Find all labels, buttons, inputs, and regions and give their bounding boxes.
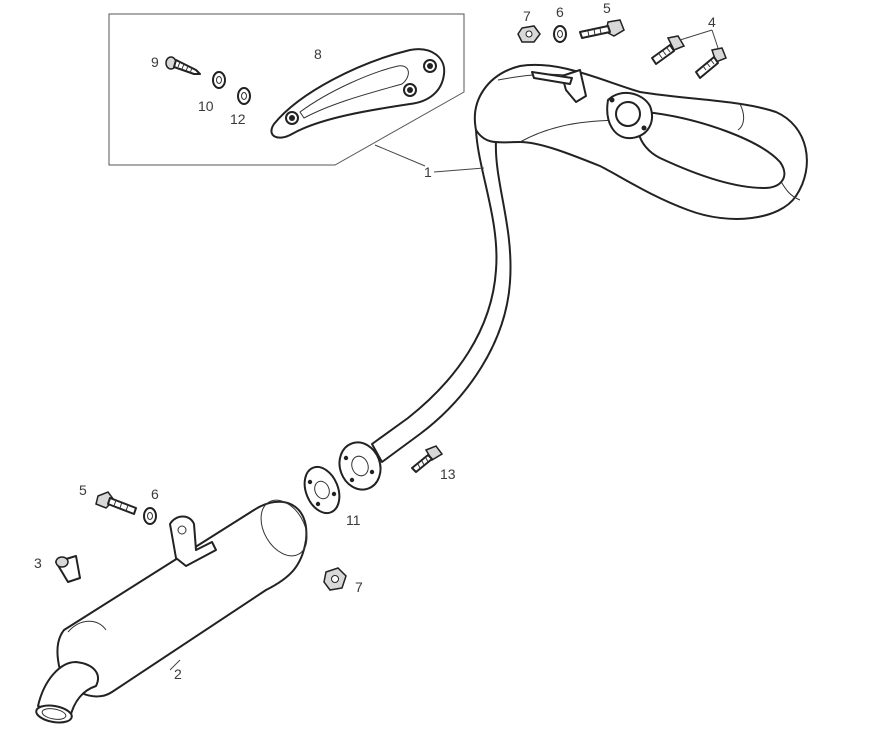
callout-2: 2	[174, 666, 182, 682]
callout-13: 13	[440, 466, 456, 482]
top-nut	[517, 25, 541, 43]
callout-1: 1	[424, 164, 432, 180]
flange-bolt	[411, 445, 444, 473]
header-bolts	[651, 29, 727, 79]
callout-6-top: 6	[556, 4, 564, 20]
washer-12	[237, 87, 251, 105]
silencer	[35, 499, 308, 724]
callout-10: 10	[198, 98, 214, 114]
callout-12: 12	[230, 111, 246, 127]
end-cap	[55, 555, 81, 583]
washer-10	[212, 71, 226, 89]
leader-2	[169, 659, 181, 671]
silencer-washer	[143, 507, 157, 525]
leader-1	[433, 167, 485, 173]
callout-8: 8	[314, 46, 322, 62]
top-bolt	[579, 19, 625, 39]
silencer-bolt	[95, 491, 137, 515]
callout-9: 9	[151, 54, 159, 70]
inset-detail-box	[108, 13, 465, 167]
callout-7-bottom: 7	[355, 579, 363, 595]
silencer-nut	[323, 567, 347, 591]
exhaust-header-pipe	[338, 64, 808, 491]
callout-5-bottom: 5	[79, 482, 87, 498]
callout-5-top: 5	[603, 0, 611, 16]
callout-4: 4	[708, 14, 716, 30]
heat-shield-plate	[270, 48, 446, 139]
top-washer	[553, 25, 567, 43]
callout-7-top: 7	[523, 8, 531, 24]
callout-11: 11	[346, 512, 361, 528]
callout-3: 3	[34, 555, 42, 571]
callout-6-bottom: 6	[151, 486, 159, 502]
self-tapping-screw	[165, 56, 201, 75]
exhaust-gasket	[303, 465, 341, 515]
